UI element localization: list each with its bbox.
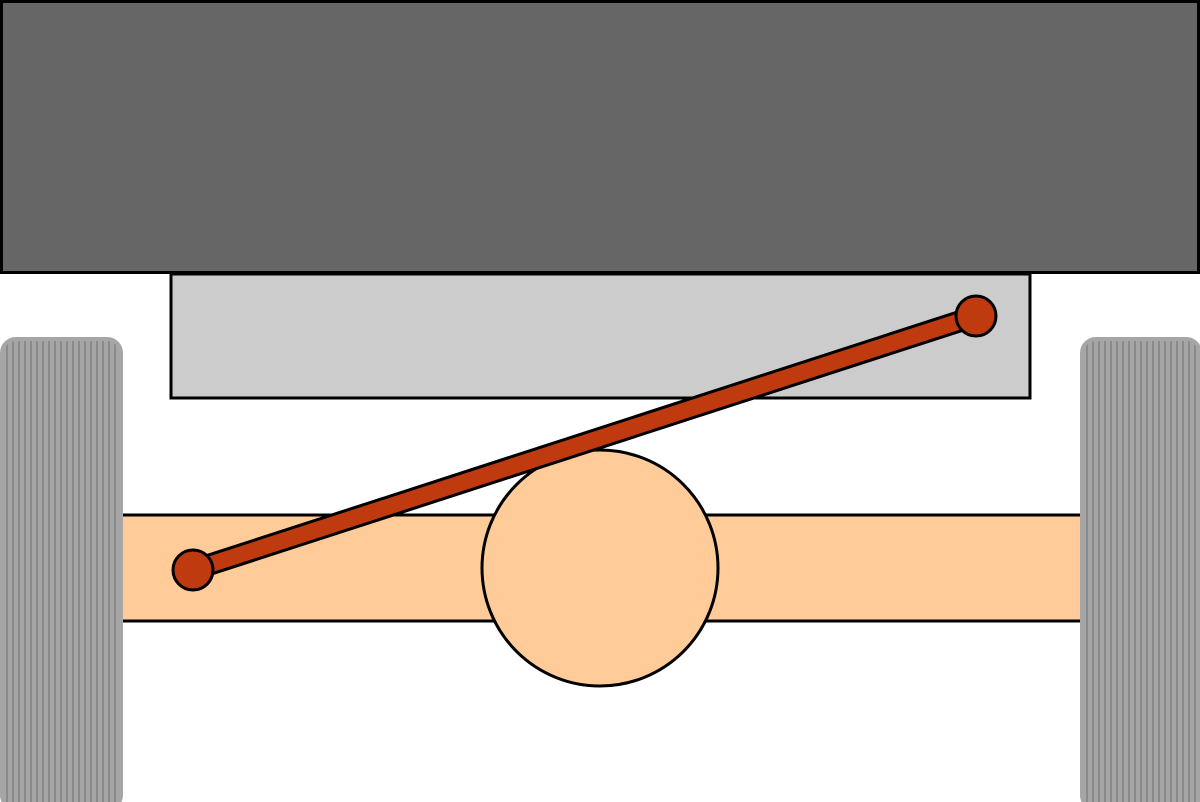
right-tire bbox=[1080, 337, 1200, 802]
differential-housing bbox=[480, 448, 720, 688]
panhard-rod-axle-joint bbox=[171, 548, 215, 592]
panhard-rod-body-joint bbox=[954, 294, 998, 338]
left-wheel bbox=[0, 337, 123, 802]
vehicle-body bbox=[0, 0, 1200, 274]
right-wheel bbox=[1080, 337, 1200, 802]
panhard-rod bbox=[171, 294, 998, 592]
panhard-rod-bar bbox=[190, 308, 979, 578]
left-tire bbox=[0, 337, 123, 802]
